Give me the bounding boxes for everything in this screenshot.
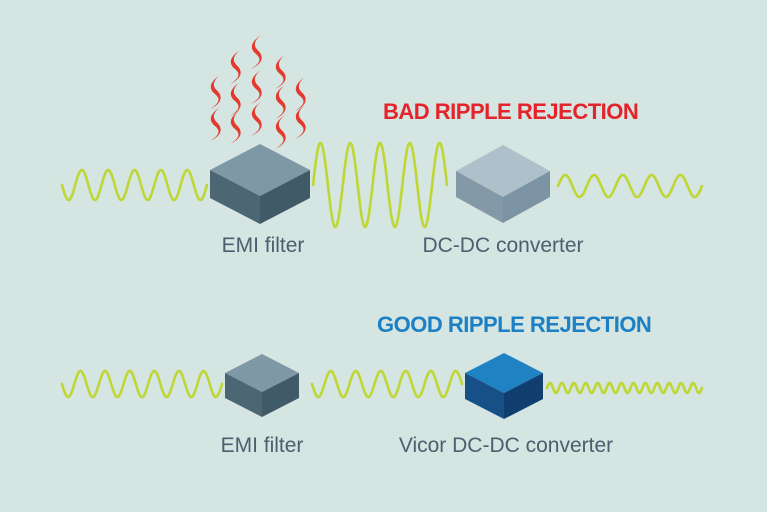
heat-squiggle-icon <box>295 77 306 111</box>
heat-squiggle-icon <box>275 85 286 119</box>
cube-emi-filter-bad <box>210 144 310 224</box>
heat-squiggle-icon <box>210 75 221 109</box>
wave-good-input <box>60 369 224 399</box>
wave-bad-ripple <box>311 141 449 229</box>
wave-good-output <box>545 381 704 395</box>
heat-squiggle-icon <box>251 35 262 69</box>
component-cubes <box>210 144 550 419</box>
wave-good-ripple <box>310 369 464 399</box>
bad-emi-filter-label: EMI filter <box>221 234 305 257</box>
heat-squiggle-icon <box>230 50 241 84</box>
bad-section-title: BAD RIPPLE REJECTION <box>383 99 639 124</box>
heat-squiggle-icon <box>275 55 286 89</box>
heat-squiggle-icon <box>275 115 286 149</box>
wave-bad-input <box>60 168 209 202</box>
good-section-title: GOOD RIPPLE REJECTION <box>377 312 652 337</box>
good-emi-filter-label: EMI filter <box>220 434 304 457</box>
good-vicor-converter-label: Vicor DC-DC converter <box>398 434 614 457</box>
heat-squiggle-icon <box>210 107 221 141</box>
bad-dcdc-converter-label: DC-DC converter <box>422 234 584 257</box>
cube-dcdc-converter <box>456 145 550 223</box>
heat-squiggle-icon <box>230 110 241 144</box>
cube-vicor-converter <box>465 353 543 419</box>
heat-squiggles <box>210 35 306 149</box>
heat-squiggle-icon <box>230 82 241 116</box>
heat-squiggle-icon <box>251 70 262 104</box>
heat-squiggle-icon <box>251 102 262 136</box>
heat-squiggle-icon <box>295 105 306 139</box>
signal-waves <box>60 141 704 399</box>
wave-bad-output <box>556 173 704 199</box>
cube-emi-filter-good <box>225 354 299 417</box>
